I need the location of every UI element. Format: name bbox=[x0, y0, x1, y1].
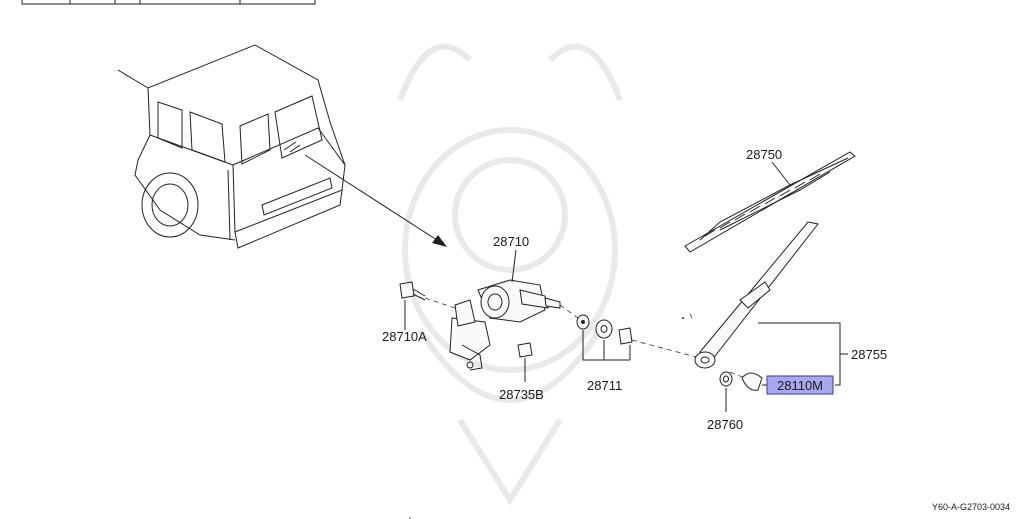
vehicle-outline bbox=[117, 44, 346, 249]
washer-set-28711 bbox=[576, 314, 633, 361]
label-28735b: 28735B bbox=[499, 387, 544, 402]
wiper-motor bbox=[449, 279, 561, 371]
leader-bracket-28755 bbox=[758, 322, 848, 386]
diagram-code: Y60-A-G2703-0034 bbox=[932, 502, 1010, 512]
grommet-28735b bbox=[517, 342, 533, 382]
label-28710: 28710 bbox=[493, 234, 529, 249]
wiper-blade bbox=[684, 151, 856, 253]
label-28750: 28750 bbox=[746, 147, 782, 162]
label-28755: 28755 bbox=[851, 347, 887, 362]
label-28710a: 28710A bbox=[382, 329, 427, 344]
leader-lines bbox=[511, 161, 791, 386]
arm-cap bbox=[741, 372, 763, 391]
wiper-arm bbox=[694, 221, 819, 369]
watermark-emblem bbox=[397, 43, 623, 506]
direction-arrow bbox=[304, 154, 447, 247]
label-28711: 28711 bbox=[587, 378, 622, 393]
table-fragment bbox=[21, 0, 316, 5]
bolt-28710a bbox=[399, 281, 426, 330]
highlight-box-28110m bbox=[766, 375, 834, 395]
label-28760: 28760 bbox=[707, 417, 743, 432]
nut-28760 bbox=[719, 371, 733, 412]
label-28110m: 28110M bbox=[777, 378, 823, 393]
